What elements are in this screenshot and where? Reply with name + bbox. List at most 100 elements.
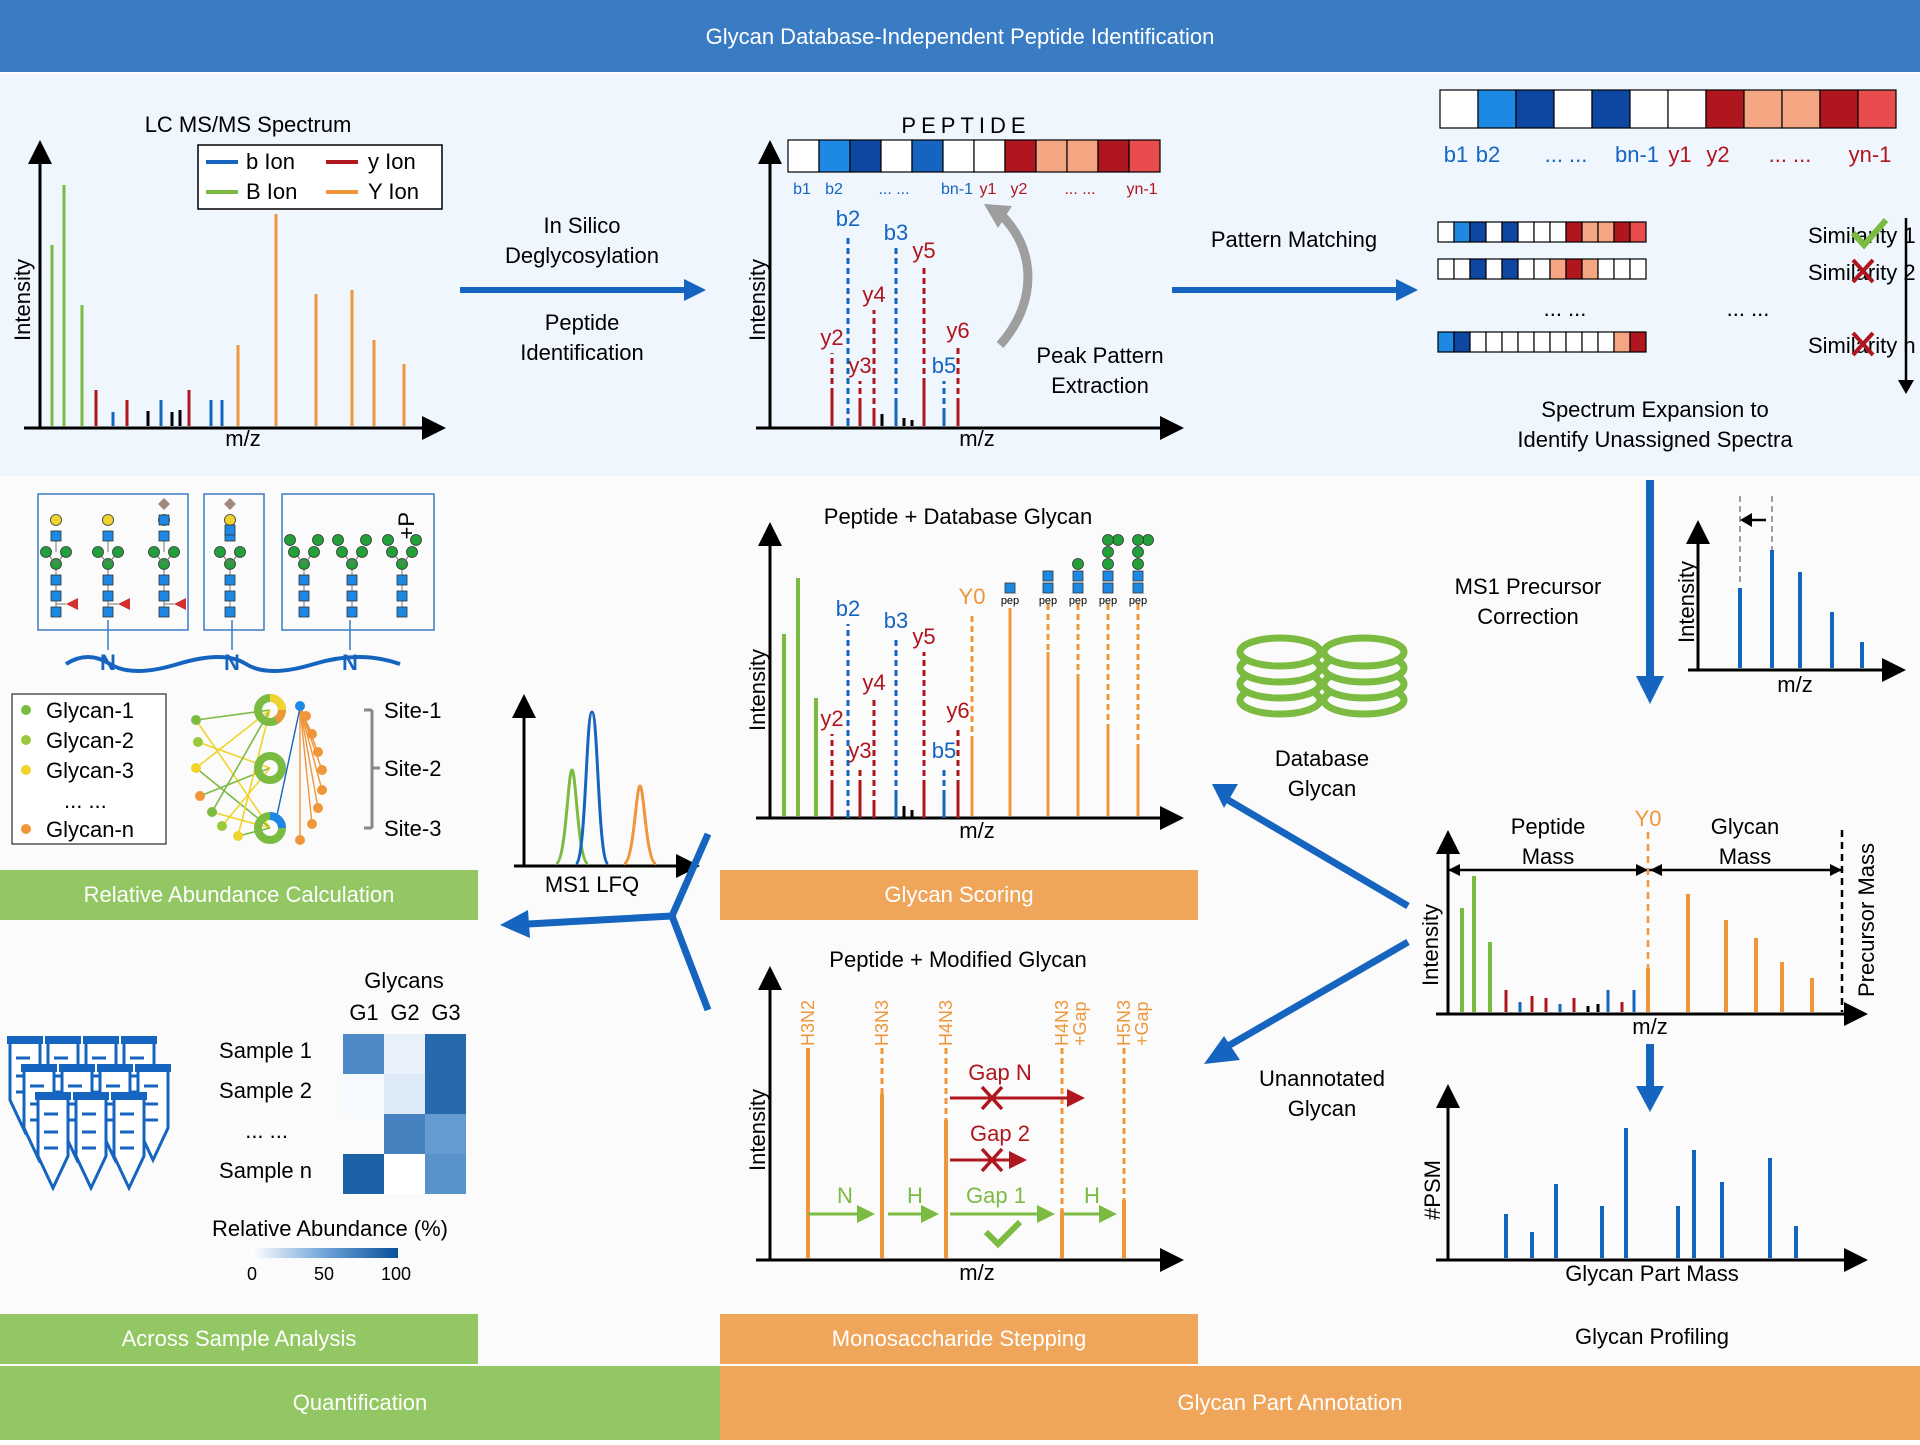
strip-cell <box>1613 258 1631 280</box>
unannotated-label-2: Glycan <box>1288 1096 1356 1121</box>
gap-1-label: Gap 1 <box>966 1183 1026 1208</box>
glycan-square-icon <box>396 590 408 602</box>
ms1-correction-label-1: MS1 Precursor <box>1455 574 1602 599</box>
strip-cell <box>1128 139 1161 173</box>
peak-label: ... ... <box>878 181 909 198</box>
glycan-square-icon <box>224 574 236 586</box>
glycan-node <box>295 701 305 711</box>
x-axis-label: Glycan Part Mass <box>1565 1261 1739 1286</box>
strip-cell <box>1453 221 1471 243</box>
strip-cell <box>1501 221 1519 243</box>
peptide-mass-label-2: Mass <box>1522 844 1575 869</box>
strip-cell <box>1781 89 1821 129</box>
heatmap-row-2: Sample 2 <box>219 1078 312 1103</box>
glycan-square-icon <box>1102 582 1114 594</box>
peptide-word: PEPTIDE <box>901 113 1030 138</box>
shift-arrow-head <box>1740 513 1752 527</box>
glycan-circle-icon <box>1102 534 1114 546</box>
identification-label: Identification <box>520 340 644 365</box>
glycan-square-icon <box>1042 582 1054 594</box>
expansion-label-1: Spectrum Expansion to <box>1541 397 1768 422</box>
peak-label: y4 <box>862 670 885 695</box>
pep-label: pep <box>1099 595 1117 607</box>
peak-label: y2 <box>1011 181 1028 198</box>
peak-label: y2 <box>820 706 843 731</box>
strip-cell <box>1857 89 1897 129</box>
peak-label: b2 <box>836 596 860 621</box>
peak-label: H4N3 <box>936 1000 956 1046</box>
network-edge <box>211 709 271 813</box>
peak-label: b2 <box>825 181 843 198</box>
glycan-square-icon <box>102 574 114 586</box>
heatmap-cells <box>343 1034 466 1194</box>
glycan-square-icon <box>224 524 236 536</box>
glycan-node <box>307 819 317 829</box>
glycan-circle-icon <box>406 546 418 558</box>
strip-cell <box>1485 258 1503 280</box>
lc-msms-spectrum-panel: LC MS/MS Spectrum Intensity m/z b Ion y … <box>10 112 446 451</box>
site-1-label: Site-1 <box>384 698 441 723</box>
tube-cap-icon <box>73 1092 109 1100</box>
monosaccharide-stepping-panel: Peptide + Modified Glycan Intensity m/z … <box>745 947 1184 1285</box>
ms1-correction-panel: MS1 Precursor Correction Intensity m/z <box>1455 480 1906 704</box>
glycan-circle-icon <box>148 546 160 558</box>
strip-cell <box>1437 331 1455 353</box>
tube-cap-icon <box>7 1036 43 1044</box>
x-axis-label: m/z <box>1632 1014 1667 1039</box>
lfq-label: MS1 LFQ <box>545 872 639 897</box>
across-sample-panel: Glycans G1 G2 G3 Sample 1 Sample 2 ... .… <box>7 968 466 1284</box>
legend-y-ion: y Ion <box>368 149 416 174</box>
y-axis-label: #PSM <box>1420 1160 1445 1220</box>
glycan-annotation-label: Glycan Part Annotation <box>1177 1390 1402 1415</box>
down-arrow-head <box>1636 1086 1664 1112</box>
quantification-connector <box>500 832 712 1012</box>
extraction-curve <box>994 208 1033 348</box>
heatmap-cell <box>384 1154 425 1194</box>
glycan-structures <box>40 498 422 618</box>
legend-dot <box>21 735 31 745</box>
peak-label: ... ... <box>1064 181 1095 198</box>
cross-icon <box>1851 331 1875 357</box>
glycan-mass-label-2: Mass <box>1719 844 1772 869</box>
strip-cell <box>1501 331 1519 353</box>
peak-label: H4N3 <box>1052 1000 1072 1046</box>
heatmap-row-1: Sample 1 <box>219 1038 312 1063</box>
glycan-circle-icon <box>102 514 114 526</box>
strip-cell <box>1549 331 1567 353</box>
strip-cell <box>1613 221 1631 243</box>
glycan-square-icon <box>158 530 170 542</box>
glycan-circle-icon <box>288 546 300 558</box>
glycan-square-icon <box>102 590 114 602</box>
connector-arrow-head <box>500 910 530 938</box>
pep-label: pep <box>1129 595 1147 607</box>
strip-cell <box>1533 331 1551 353</box>
network-edge <box>299 707 323 791</box>
reference-pattern-strip <box>1439 89 1897 129</box>
glycan-scoring-band <box>720 870 1198 920</box>
scale-title: Relative Abundance (%) <box>212 1216 448 1241</box>
pattern-matching-label: Pattern Matching <box>1211 227 1377 252</box>
glycan-circle-icon <box>214 546 226 558</box>
legend-dot <box>21 705 31 715</box>
heatmap-title: Glycans <box>364 968 443 993</box>
peak-label: bn-1 <box>1615 142 1659 167</box>
sample-tubes <box>7 1036 171 1192</box>
strip-cell <box>1581 258 1599 280</box>
network-edge <box>299 707 313 825</box>
heatmap-cell <box>425 1034 466 1074</box>
stepping-title: Peptide + Modified Glycan <box>829 947 1086 972</box>
check-icon <box>983 1219 1023 1249</box>
tube-cap-icon <box>97 1064 133 1072</box>
peak-label: y6 <box>946 318 969 343</box>
glycan-node <box>217 821 227 831</box>
glycan-circle-icon <box>386 546 398 558</box>
strip-cell <box>1453 258 1471 280</box>
heatmap-cell <box>343 1114 384 1154</box>
database-glycan: Database Glycan <box>1236 634 1408 801</box>
down-arrow-head <box>1636 676 1664 704</box>
network-edge <box>299 707 319 809</box>
site-ring-segment <box>269 812 286 829</box>
span-head <box>1636 864 1648 876</box>
legend-b-ion: b Ion <box>246 149 295 174</box>
strip-cell <box>1469 221 1487 243</box>
